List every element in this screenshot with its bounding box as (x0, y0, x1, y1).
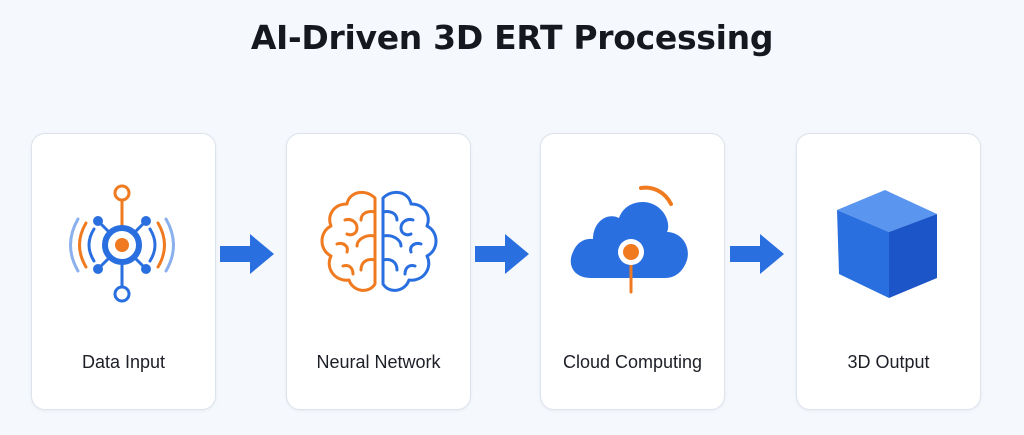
flow-arrow-icon (475, 234, 529, 274)
diagram-title: AI-Driven 3D ERT Processing (250, 18, 774, 57)
sensor-hub-icon (69, 184, 175, 303)
step-card-data-input: Data Input (31, 133, 216, 410)
cloud-icon (570, 185, 688, 294)
step-label: 3D Output (847, 352, 930, 372)
step-label: Neural Network (316, 352, 441, 372)
step-label: Cloud Computing (562, 352, 703, 372)
step-label: Data Input (81, 352, 166, 372)
step-card-neural-network: Neural Network (286, 133, 471, 410)
step-card-3d-output: 3D Output (796, 133, 981, 410)
brain-icon (320, 190, 438, 292)
flow-arrow-icon (220, 234, 274, 274)
step-card-cloud-computing: Cloud Computing (540, 133, 725, 410)
flow-arrow-icon (730, 234, 784, 274)
cube-icon (837, 190, 937, 298)
